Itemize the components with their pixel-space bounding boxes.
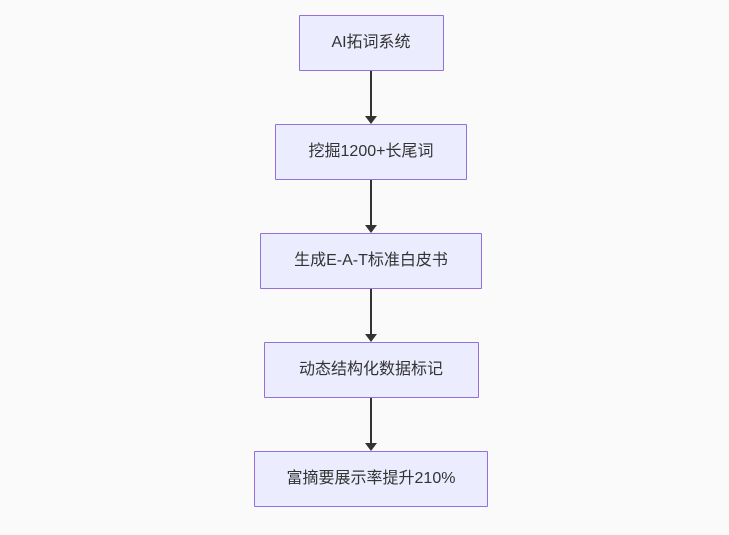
flow-node-structured-data-markup: 动态结构化数据标记 bbox=[263, 342, 479, 398]
flow-node-label: 挖掘1200+长尾词 bbox=[308, 143, 434, 160]
arrow-down-connector-4 bbox=[365, 398, 377, 451]
arrow-head-icon bbox=[365, 334, 377, 342]
arrow-line bbox=[370, 289, 372, 334]
arrow-head-icon bbox=[365, 116, 377, 124]
arrow-head-icon bbox=[365, 443, 377, 451]
flow-node-label: 富摘要展示率提升210% bbox=[286, 470, 456, 487]
arrow-line bbox=[370, 71, 372, 116]
flowchart: AI拓词系统 挖掘1200+长尾词 生成E-A-T标准白皮书 动态结构化数据标记… bbox=[254, 15, 488, 507]
arrow-down-connector-2 bbox=[365, 180, 377, 233]
flow-node-label: 动态结构化数据标记 bbox=[298, 361, 443, 378]
flow-node-rich-snippet-result: 富摘要展示率提升210% bbox=[254, 451, 488, 507]
arrow-line bbox=[370, 398, 372, 443]
flow-node-label: AI拓词系统 bbox=[331, 34, 411, 51]
flow-node-label: 生成E-A-T标准白皮书 bbox=[294, 252, 448, 269]
arrow-head-icon bbox=[365, 225, 377, 233]
flow-node-eat-whitepaper: 生成E-A-T标准白皮书 bbox=[260, 233, 482, 289]
arrow-down-connector-3 bbox=[365, 289, 377, 342]
arrow-down-connector-1 bbox=[365, 71, 377, 124]
arrow-line bbox=[370, 180, 372, 225]
flow-node-ai-keyword-system: AI拓词系统 bbox=[298, 15, 444, 71]
flow-node-longtail-mining: 挖掘1200+长尾词 bbox=[275, 124, 467, 180]
